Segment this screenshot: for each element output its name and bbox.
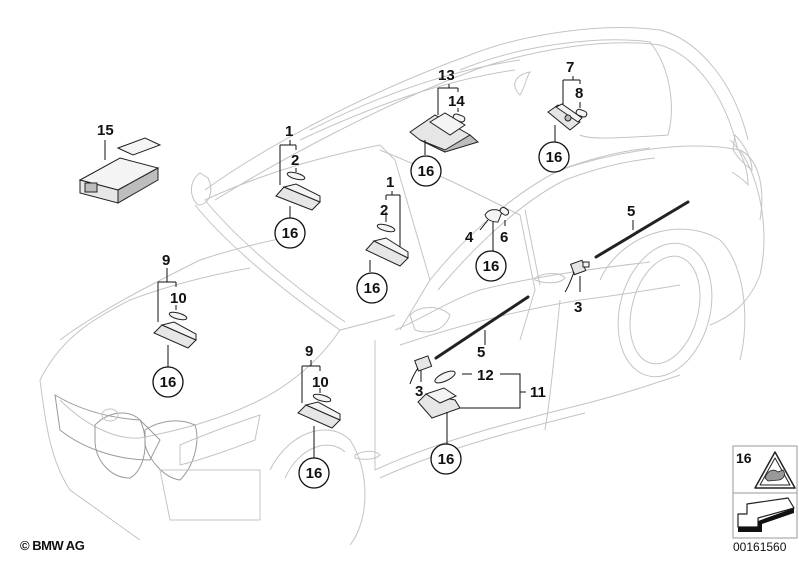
callout-8[interactable]: 8 <box>575 85 583 102</box>
part-1-interior-light-left[interactable] <box>275 140 321 218</box>
callout-16-d[interactable]: 16 <box>546 149 563 166</box>
callout-15[interactable]: 15 <box>97 122 114 139</box>
direction-arrow-icon <box>737 497 795 532</box>
callout-16-e[interactable]: 16 <box>483 258 500 275</box>
part-5-light-strip-front[interactable] <box>434 295 530 360</box>
callout-14[interactable]: 14 <box>448 93 465 110</box>
callout-16-g[interactable]: 16 <box>438 451 455 468</box>
callout-4[interactable]: 4 <box>465 229 474 246</box>
callout-10-b[interactable]: 10 <box>312 374 329 391</box>
callout-3-b[interactable]: 3 <box>415 383 423 400</box>
callout-2-b[interactable]: 2 <box>380 202 388 219</box>
part-11-entry-light[interactable] <box>417 369 526 445</box>
electrostatic-warning-icon <box>754 451 796 489</box>
callout-11[interactable]: 11 <box>530 384 546 401</box>
callout-5-a[interactable]: 5 <box>627 203 635 220</box>
part-3-connector-front[interactable] <box>409 355 433 385</box>
car-outline <box>39 27 765 546</box>
callout-12[interactable]: 12 <box>477 367 494 384</box>
part-5-light-strip-rear[interactable] <box>594 200 690 259</box>
part-9-footwell-light-right[interactable] <box>297 360 341 458</box>
part-9-footwell-light-left[interactable] <box>153 268 197 368</box>
callout-16-b[interactable]: 16 <box>364 280 381 297</box>
legend-box: 16 <box>732 445 798 539</box>
callout-16-h[interactable]: 16 <box>306 465 323 482</box>
part-1-interior-light-center[interactable] <box>365 191 409 272</box>
part-13-roof-function-centre[interactable] <box>409 84 480 155</box>
callout-6[interactable]: 6 <box>500 229 508 246</box>
copyright-label: © BMW AG <box>20 538 85 553</box>
legend-label: 16 <box>736 450 752 466</box>
callout-13[interactable]: 13 <box>438 67 455 84</box>
callout-2-a[interactable]: 2 <box>291 152 299 169</box>
callout-7[interactable]: 7 <box>566 59 574 76</box>
diagram-number: 00161560 <box>733 540 787 554</box>
callout-9-b[interactable]: 9 <box>305 343 313 360</box>
part-3-connector-rear[interactable] <box>564 259 590 293</box>
callout-3-a[interactable]: 3 <box>574 299 582 316</box>
part-15-control-module[interactable] <box>78 137 162 204</box>
callout-16-c[interactable]: 16 <box>418 163 435 180</box>
callout-1-b[interactable]: 1 <box>386 174 394 191</box>
callout-10-a[interactable]: 10 <box>170 290 187 307</box>
part-7-reading-light-rear[interactable] <box>547 76 588 142</box>
part-4-door-light[interactable] <box>479 206 510 255</box>
callout-16-f[interactable]: 16 <box>160 374 177 391</box>
callout-5-b[interactable]: 5 <box>477 344 485 361</box>
callout-9-a[interactable]: 9 <box>162 252 170 269</box>
callout-1-a[interactable]: 1 <box>285 123 293 140</box>
callout-16-a[interactable]: 16 <box>282 225 299 242</box>
